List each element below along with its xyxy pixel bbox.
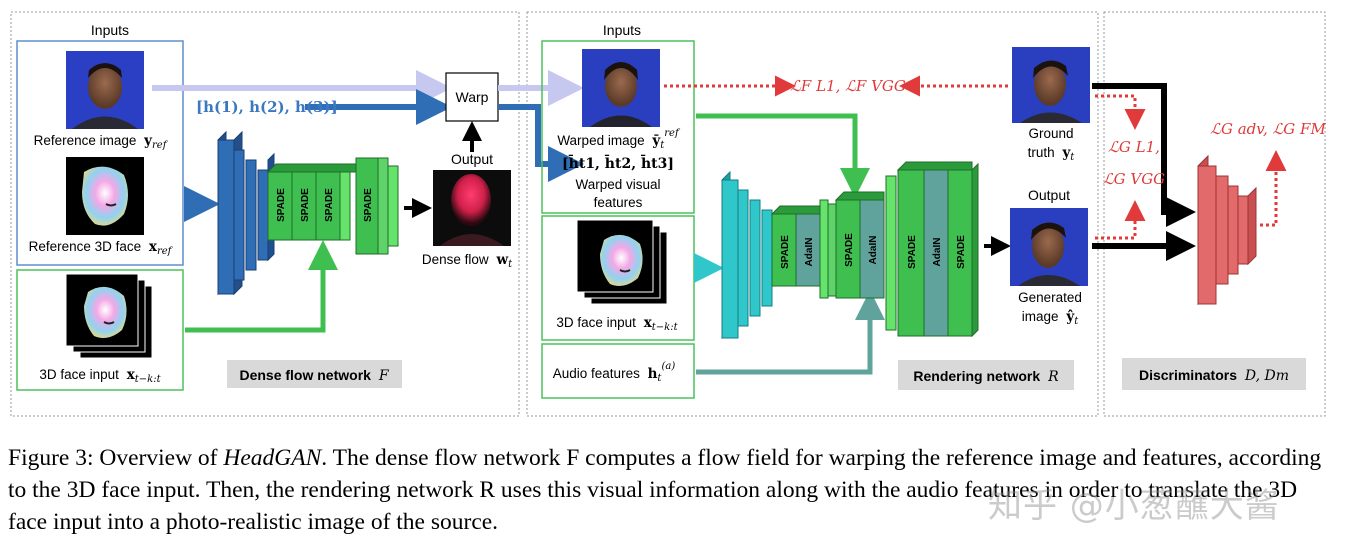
generated-image <box>1010 208 1088 286</box>
caption-model-name: HeadGAN <box>223 445 322 471</box>
ground-truth-label-line1: Ground <box>1028 126 1073 141</box>
render-spade-1 <box>771 213 797 287</box>
dense-output-label: Output <box>451 151 493 167</box>
ground-truth-label-line2: truth yt <box>1028 145 1076 163</box>
face-input-to-spade-arrow <box>185 240 338 333</box>
gt-to-lossg-arrow <box>1095 94 1146 130</box>
dense-spade-label-1: SPADE <box>276 188 287 222</box>
dense-spade-block-2 <box>291 171 317 241</box>
dense-encoder-blocks <box>217 130 275 296</box>
rendering-face-input-label: 3D face input xt−k:t <box>556 315 678 333</box>
render-block-label-5: SPADE <box>907 235 918 269</box>
warp-to-warped-features-arrow <box>498 104 584 182</box>
render-block-label-4: AdaIN <box>868 236 879 265</box>
dense-spade-blocks <box>266 157 399 255</box>
render-block-label-2: AdaIN <box>804 238 815 267</box>
dense-flow-image <box>433 170 511 246</box>
reference-3d-face-label: Reference 3D face xref <box>29 239 174 257</box>
rendering-output-label: Output <box>1028 187 1070 203</box>
discriminator-name-box <box>1122 358 1306 390</box>
warped-input-box <box>541 40 695 214</box>
rendering-network-name-box <box>898 360 1074 390</box>
rendering-face-input-stack <box>576 219 668 305</box>
rendering-inputs-title: Inputs <box>603 22 641 38</box>
warped-features-label-line2: features <box>594 195 643 210</box>
generated-label-line2: image ŷt <box>1022 309 1079 327</box>
reference-input-box <box>16 40 184 266</box>
dense-network-name-box <box>227 360 402 388</box>
caption-prefix: Figure 3: Overview of <box>8 445 224 471</box>
ground-truth-image <box>1012 47 1090 123</box>
headgan-diagram: Inputs Reference image yref Reference 3D… <box>10 11 1326 417</box>
loss-adv-label: ℒG adv, ℒG FM <box>1210 120 1326 138</box>
audio-features-label: Audio features ht(a) <box>553 361 676 384</box>
caption-body: . The dense flow network F computes a fl… <box>8 445 1322 535</box>
loss-g-line1: ℒG L1, <box>1108 138 1160 156</box>
rendering-panel-frame <box>526 11 1099 417</box>
discriminator-name: Discriminators D, Dm <box>1139 367 1289 384</box>
reference-3d-face-image <box>66 157 144 235</box>
warp-box <box>445 72 499 122</box>
render-block-label-1: SPADE <box>780 235 791 269</box>
dense-spade-label-3: SPADE <box>324 188 335 222</box>
dense-spade-label-2: SPADE <box>300 188 311 222</box>
reference-image-label: Reference image yref <box>34 133 169 151</box>
discriminator-panel-frame <box>1103 11 1326 417</box>
audio-features-box <box>541 343 695 399</box>
dense-face-input-stack <box>65 273 153 359</box>
warped-features-label-line1: Warped visual <box>575 177 660 192</box>
rendering-network-name: Rendering network R <box>913 368 1059 385</box>
dense-face-input-label: 3D face input xt−k:t <box>39 367 161 385</box>
warped-image <box>582 49 660 127</box>
dense-inputs-title: Inputs <box>91 22 129 38</box>
generated-label-line1: Generated <box>1018 290 1082 305</box>
discriminator-blocks <box>1197 154 1257 306</box>
warp-label: Warp <box>456 89 489 105</box>
gt-to-discriminator-arrow <box>1092 83 1196 227</box>
dense-face-input-box <box>16 269 184 391</box>
encoder-features-label: [h(1), h(2), h(3)] <box>196 98 338 116</box>
loss-g-line2: ℒG VGG <box>1103 170 1165 188</box>
discriminator-to-adv-loss-arrow <box>1260 150 1287 227</box>
rendering-decoder-blocks <box>770 161 979 338</box>
warped-features-math: [h̄t1, h̄t2, h̄t3] <box>562 153 674 172</box>
figure-caption: Figure 3: Overview of HeadGAN. The dense… <box>8 442 1342 538</box>
warped-to-rendering-arrow <box>696 113 870 198</box>
dense-spade-label-4: SPADE <box>363 188 374 222</box>
render-block-label-7: SPADE <box>956 235 967 269</box>
zhihu-watermark: 知乎 @小葱蘸大酱 <box>988 486 1280 526</box>
loss-flow-label: ℒF L1, ℒF VGG <box>790 77 906 95</box>
dense-flow-label: Dense flow wt <box>422 252 513 270</box>
dense-panel-frame <box>10 11 520 417</box>
warped-image-label: Warped image ȳtref <box>557 128 681 151</box>
render-block-label-3: SPADE <box>844 233 855 267</box>
rendering-encoder-blocks <box>721 170 773 340</box>
audio-to-rendering-arrow <box>696 290 885 375</box>
render-spade-2 <box>835 199 861 299</box>
dense-network-name: Dense flow network F <box>239 367 389 384</box>
render-adain-2 <box>859 199 885 299</box>
render-block-label-6: AdaIN <box>932 238 943 267</box>
reference-image <box>66 51 144 129</box>
generated-to-lossg-arrow <box>1095 200 1146 240</box>
